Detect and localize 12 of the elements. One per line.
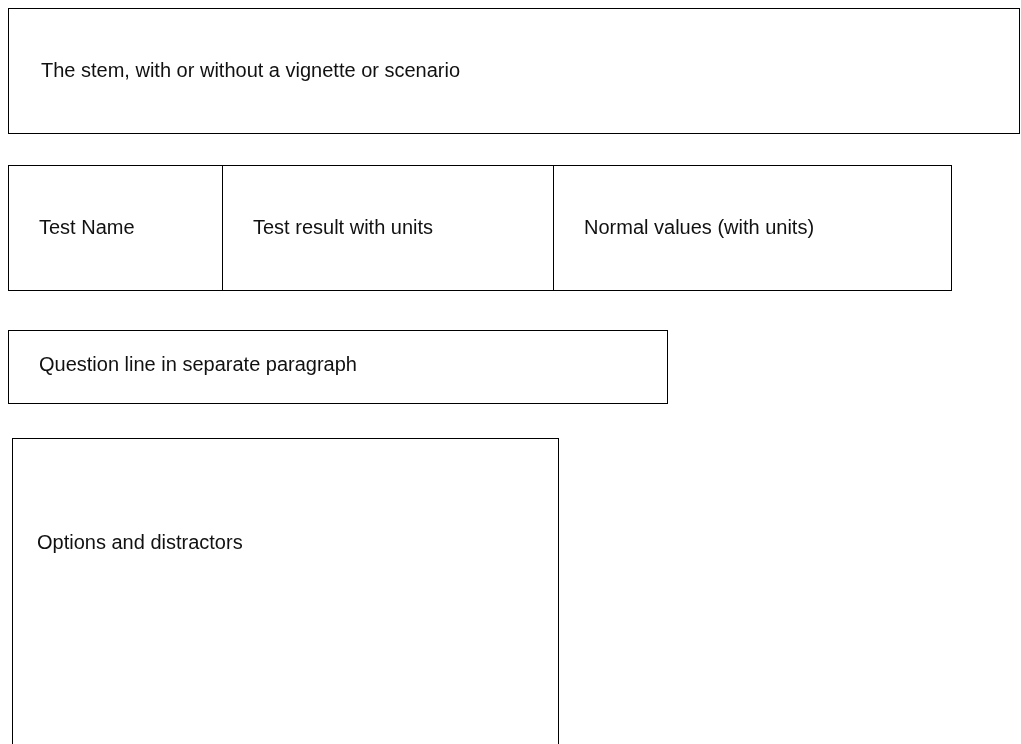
table-cell bbox=[553, 165, 952, 291]
box-label: Test result with units bbox=[253, 216, 434, 239]
table-cell bbox=[8, 165, 223, 291]
box-label: The stem, with or without a vignette or scenario bbox=[41, 59, 461, 82]
box-label: Options and distractors bbox=[37, 531, 243, 554]
box-label: Test Name bbox=[39, 216, 135, 239]
stem-box bbox=[8, 8, 1020, 134]
box-label: Question line in separate paragraph bbox=[39, 353, 357, 376]
table-cell bbox=[222, 165, 554, 291]
question-box bbox=[8, 330, 668, 404]
options-box bbox=[12, 438, 559, 744]
box-label: Normal values (with units) bbox=[584, 216, 815, 239]
